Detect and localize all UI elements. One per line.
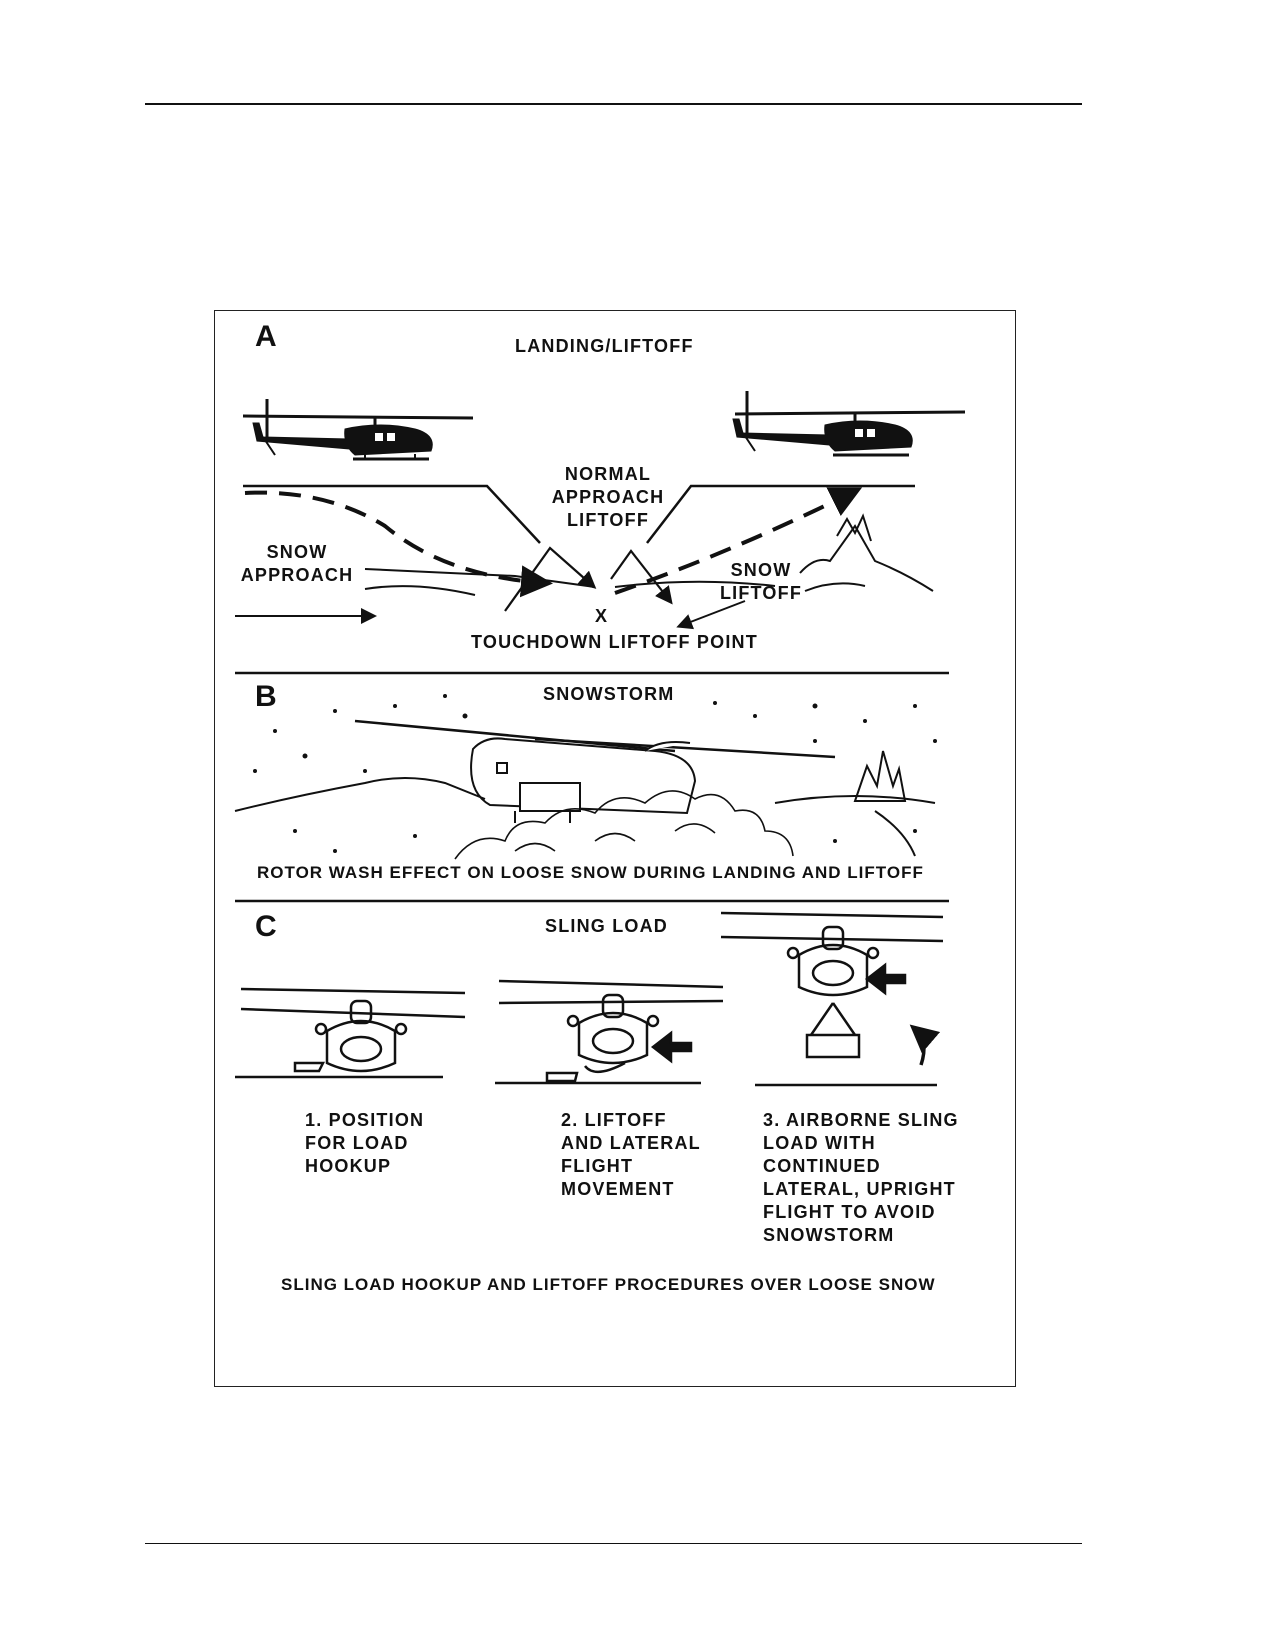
snow-ground-lines [235,568,776,630]
step-3-label: 3. AIRBORNE SLING LOAD WITH CONTINUED LA… [763,1110,959,1245]
lateral-arrow-3 [864,962,907,996]
panel-b-letter: B [255,680,277,713]
panel-a-letter: A [255,320,277,353]
normal-approach-path [243,484,915,544]
panel-b-title: SNOWSTORM [543,684,675,704]
snow-approach-dashed-path [244,490,553,598]
snow-cloud-icon [454,790,794,860]
header-rule [145,103,1082,105]
step-1-label: 1. POSITION FOR LOAD HOOKUP [305,1110,425,1176]
snowfield-ground [234,777,936,812]
panel-c-letter: C [255,910,277,943]
hookup-helicopter-front-icon [235,987,466,1079]
panel-a-title: LANDING/LIFTOFF [515,336,694,356]
right-helicopter-icon [732,391,966,457]
footer-rule [145,1543,1082,1544]
panel-c-drawing [235,911,944,1087]
panel-b-caption: ROTOR WASH EFFECT ON LOOSE SNOW DURING L… [257,863,924,882]
panel-c-caption: SLING LOAD HOOKUP AND LIFTOFF PROCEDURES… [281,1275,936,1294]
normal-approach-label: NORMAL APPROACH LIFTOFF [551,464,665,530]
touchdown-x-mark: X [595,606,609,626]
figure-drawing [234,391,966,1087]
touchdown-steep-paths [504,546,673,612]
touchdown-label: TOUCHDOWN LIFTOFF POINT [471,632,758,652]
step-2-label: 2. LIFTOFF AND LATERAL FLIGHT MOVEMENT [561,1110,701,1199]
snow-operations-figure: A LANDING/LIFTOFF NORMAL APPROACH LIFTOF… [214,310,1016,1387]
rotor-blades [354,719,836,759]
airborne-helicopter-front-icon [720,911,944,1087]
snow-approach-label: SNOW APPROACH [240,542,354,585]
upward-curve-arrow [909,1024,941,1066]
blowing-snow-particles [253,694,937,853]
tandem-rotor-helicopter-icon [470,737,697,823]
snow-liftoff-label: SNOW LIFTOFF [719,560,803,603]
panel-b-drawing [234,694,937,860]
lateral-arrow-2 [650,1030,693,1064]
liftoff-helicopter-front-icon [495,979,724,1085]
mountain-tree-icon [799,513,934,592]
pine-tree-icon [853,750,916,857]
panel-a-drawing [235,391,966,630]
left-helicopter-icon [242,399,474,461]
panel-c-title: SLING LOAD [545,916,668,936]
